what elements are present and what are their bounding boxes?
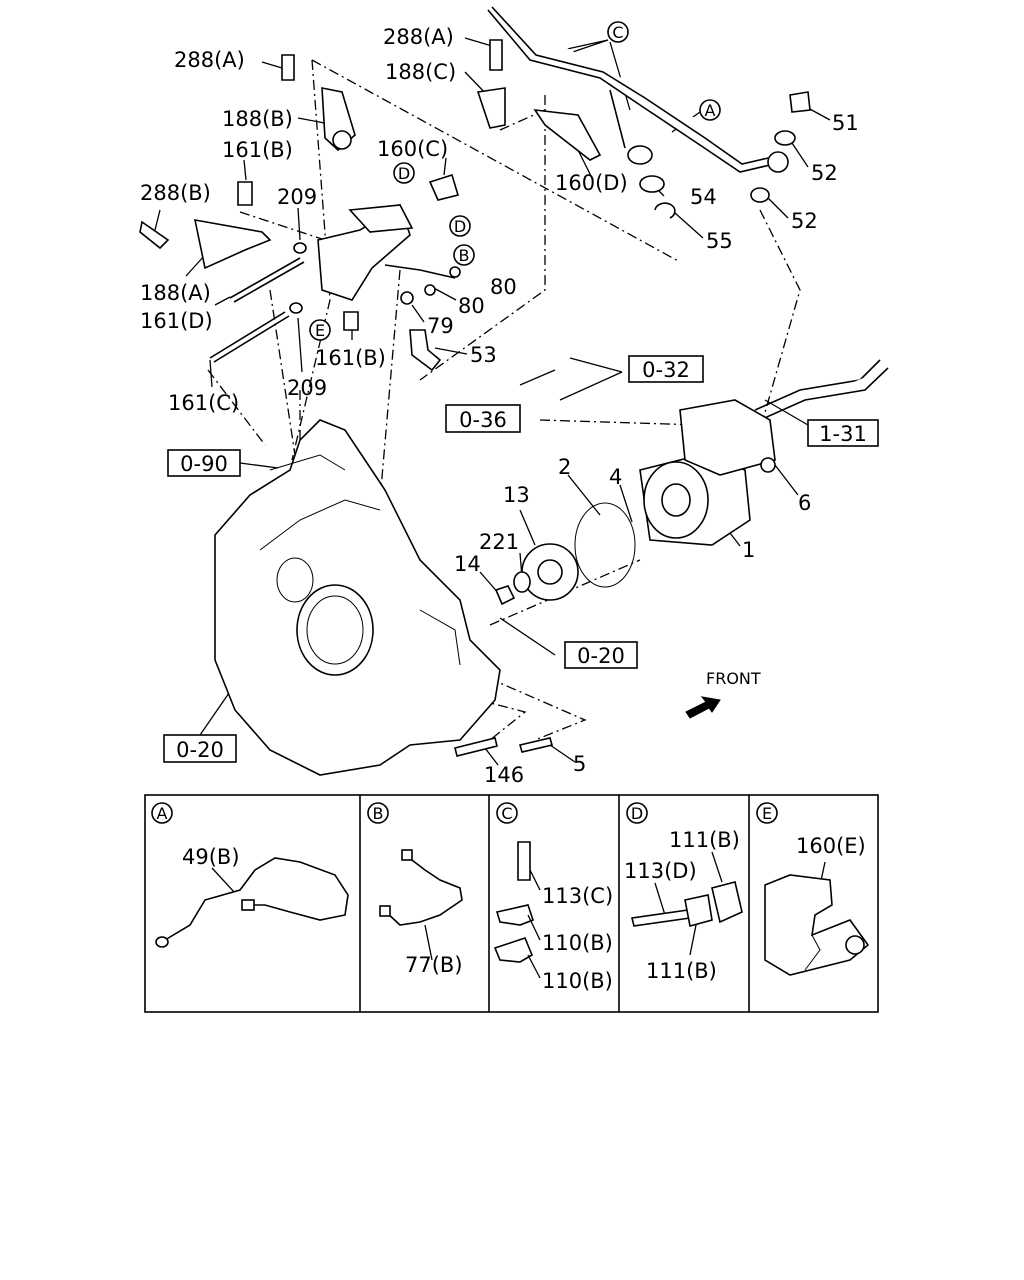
panel-letter: D: [631, 804, 643, 823]
ref-box-label: 0-20: [176, 738, 224, 762]
detail-panel-b: B 77(B): [367, 802, 463, 977]
ref-box-label: 0-90: [180, 452, 228, 476]
callout-circle-c: [607, 21, 629, 43]
part-label: 188(A): [140, 281, 211, 305]
ref-box: [807, 419, 879, 447]
ref-box-label: 1-31: [819, 422, 867, 446]
part-label: 14: [454, 552, 481, 576]
callout-circle-d: [449, 215, 471, 237]
part-label: 288(A): [383, 25, 454, 49]
callout-circle-a: [699, 99, 721, 121]
part-label: 2: [558, 455, 571, 479]
reference-boxes: 0-32 0-36 1-31 0-90 0-20 0-20: [163, 355, 879, 763]
part-label: 288(A): [174, 48, 245, 72]
callout-letter: E: [315, 321, 325, 340]
part-label: 52: [791, 209, 818, 233]
ref-box-label: 0-20: [577, 644, 625, 668]
part-label: 111(B): [646, 959, 717, 983]
part-label: 79: [427, 314, 454, 338]
part-label: 188(C): [385, 60, 456, 84]
callout-letter: D: [398, 164, 410, 183]
front-arrow-icon: [685, 696, 721, 719]
callout-circle-d: [393, 162, 415, 184]
part-label: 160(C): [377, 137, 448, 161]
part-label: 188(B): [222, 107, 293, 131]
part-label: 13: [503, 483, 530, 507]
callout-letter: A: [705, 101, 716, 120]
ref-box: [167, 449, 241, 477]
part-label: 4: [609, 465, 622, 489]
ref-box: [564, 641, 638, 669]
ref-box: [163, 734, 237, 763]
ref-box-label: 0-36: [459, 408, 507, 432]
part-label: 51: [832, 111, 859, 135]
detail-panel-d: D 111(B) 113(D) 111(B): [624, 802, 743, 983]
parts-art: [139, 6, 889, 776]
callout-letter: C: [612, 23, 623, 42]
panel-letter: A: [157, 804, 168, 823]
detail-panel-c: C 113(C) 110(B) 110(B): [493, 802, 613, 993]
part-labels: 288(A) 288(A) 188(C) 188(B) 161(B) 160(C…: [140, 25, 859, 787]
part-label: 111(B): [669, 828, 740, 852]
part-label: 146: [484, 763, 524, 787]
part-label: 221: [479, 530, 519, 554]
part-label: 161(B): [222, 138, 293, 162]
ref-box-label: 0-32: [642, 358, 690, 382]
part-label: 5: [573, 752, 586, 776]
part-label: 209: [277, 185, 317, 209]
panel-letter: E: [762, 804, 772, 823]
part-label: 161(B): [315, 346, 386, 370]
part-label: 161(C): [168, 391, 239, 415]
part-label: 113(C): [542, 884, 613, 908]
panel-letter: B: [373, 804, 384, 823]
callout-circles: C A D D B E: [309, 21, 721, 341]
part-label: 209: [287, 376, 327, 400]
part-label: 52: [811, 161, 838, 185]
part-label: 77(B): [405, 953, 463, 977]
detail-panel-a: A 49(B): [151, 802, 349, 948]
front-label: FRONT: [706, 669, 761, 688]
part-label: 49(B): [182, 845, 240, 869]
callout-letter: D: [454, 217, 466, 236]
part-label: 288(B): [140, 181, 211, 205]
part-label: 53: [470, 343, 497, 367]
part-label: 80: [490, 275, 517, 299]
front-indicator: FRONT: [685, 669, 761, 719]
detail-panel-e: E 160(E): [756, 802, 870, 976]
ref-box: [628, 355, 704, 383]
part-label: 54: [690, 185, 717, 209]
part-label: 110(B): [542, 969, 613, 993]
detail-panels: A 49(B) B 77(B) C 113(C): [144, 794, 879, 1013]
part-label: 55: [706, 229, 733, 253]
part-label: 80: [458, 294, 485, 318]
panel-letter: C: [501, 804, 512, 823]
part-label: 110(B): [542, 931, 613, 955]
callout-circle-e: [309, 319, 331, 341]
part-label: 113(D): [624, 859, 697, 883]
part-label: 161(D): [140, 309, 213, 333]
part-label: 160(E): [796, 834, 866, 858]
part-label: 6: [798, 491, 811, 515]
part-label: 1: [742, 538, 755, 562]
part-label: 160(D): [555, 171, 628, 195]
detail-panel-frame: [144, 794, 879, 1013]
callout-letter: B: [459, 246, 470, 265]
ref-box: [445, 404, 521, 433]
callout-circle-b: [453, 244, 475, 266]
